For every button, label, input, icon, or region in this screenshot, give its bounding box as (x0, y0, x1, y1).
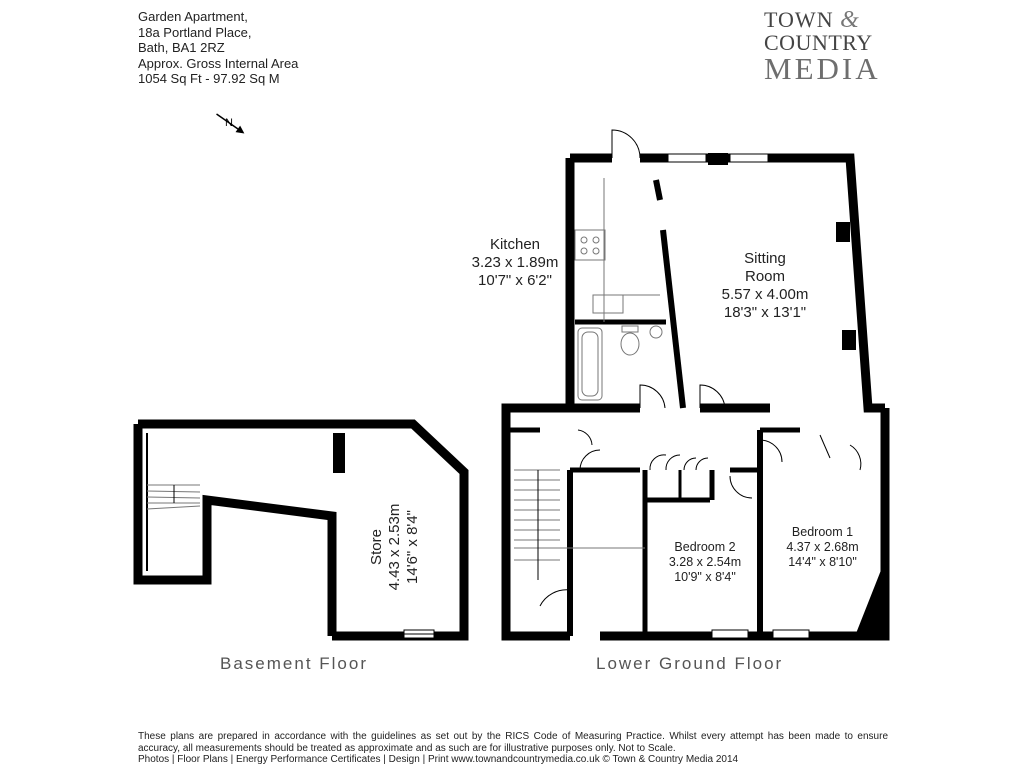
footer-services: Photos | Floor Plans | Energy Performanc… (138, 754, 739, 765)
compass-icon: N (216, 113, 245, 134)
header-line-1: Garden Apartment, (138, 9, 248, 24)
header-line-4: Approx. Gross Internal Area (138, 55, 299, 71)
store-name: Store (368, 529, 385, 565)
company-logo: TOWN & COUNTRY MEDIA (764, 7, 888, 86)
store-label: Store 4.43 x 2.53m 14'6" x 8'4" (368, 482, 422, 612)
logo-country: COUNTRY (764, 30, 873, 55)
logo-ampersand: & (840, 7, 860, 33)
lower-ground-floor-plan (501, 129, 890, 641)
bedroom-2-imperial: 10'9" x 8'4" (674, 570, 736, 584)
header-line-2: 18a Portland Place, (138, 24, 252, 40)
bedroom-1-metric: 4.37 x 2.68m (786, 540, 859, 554)
sitting-room-imperial: 18'3" x 13'1" (723, 304, 807, 321)
header-line-5: 1054 Sq Ft - 97.92 Sq M (138, 71, 280, 86)
store-imperial: 14'6" x 8'4" (404, 510, 421, 584)
sitting-room-name-1: Sitting (744, 250, 786, 267)
lower-ground-floor-label: Lower Ground Floor (596, 654, 784, 673)
kitchen-label: Kitchen 3.23 x 1.89m 10'7" x 6'2" (455, 236, 575, 290)
bedroom-1-label: Bedroom 1 4.37 x 2.68m 14'4" x 8'10" (765, 525, 880, 570)
header-line-3: Bath, BA1 2RZ (138, 40, 225, 55)
logo-town: TOWN (764, 7, 834, 32)
basement-floor-label: Basement Floor (220, 654, 368, 673)
disclaimer-text: These plans are prepared in accordance w… (138, 731, 888, 754)
sitting-room-label: Sitting Room 5.57 x 4.00m 18'3" x 13'1" (700, 250, 830, 322)
bedroom-2-metric: 3.28 x 2.54m (668, 555, 742, 569)
bedroom-2-label: Bedroom 2 3.28 x 2.54m 10'9" x 8'4" (650, 540, 760, 585)
disclaimer-footer: These plans are prepared in accordance w… (138, 731, 888, 766)
basement-floor-plan (133, 419, 469, 641)
kitchen-imperial: 10'7" x 6'2" (478, 272, 552, 289)
compass-label: N (225, 117, 233, 129)
bedroom-2-name: Bedroom 2 (674, 540, 736, 554)
property-header: Garden Apartment, 18a Portland Place, Ba… (138, 9, 298, 87)
kitchen-metric: 3.23 x 1.89m (471, 254, 559, 271)
kitchen-name: Kitchen (489, 236, 541, 253)
sitting-room-name-2: Room (744, 268, 785, 285)
logo-media: MEDIA (764, 51, 881, 86)
sitting-room-metric: 5.57 x 4.00m (721, 286, 809, 303)
store-metric: 4.43 x 2.53m (386, 503, 403, 591)
bedroom-1-name: Bedroom 1 (791, 525, 854, 539)
bedroom-1-imperial: 14'4" x 8'10" (788, 555, 857, 569)
